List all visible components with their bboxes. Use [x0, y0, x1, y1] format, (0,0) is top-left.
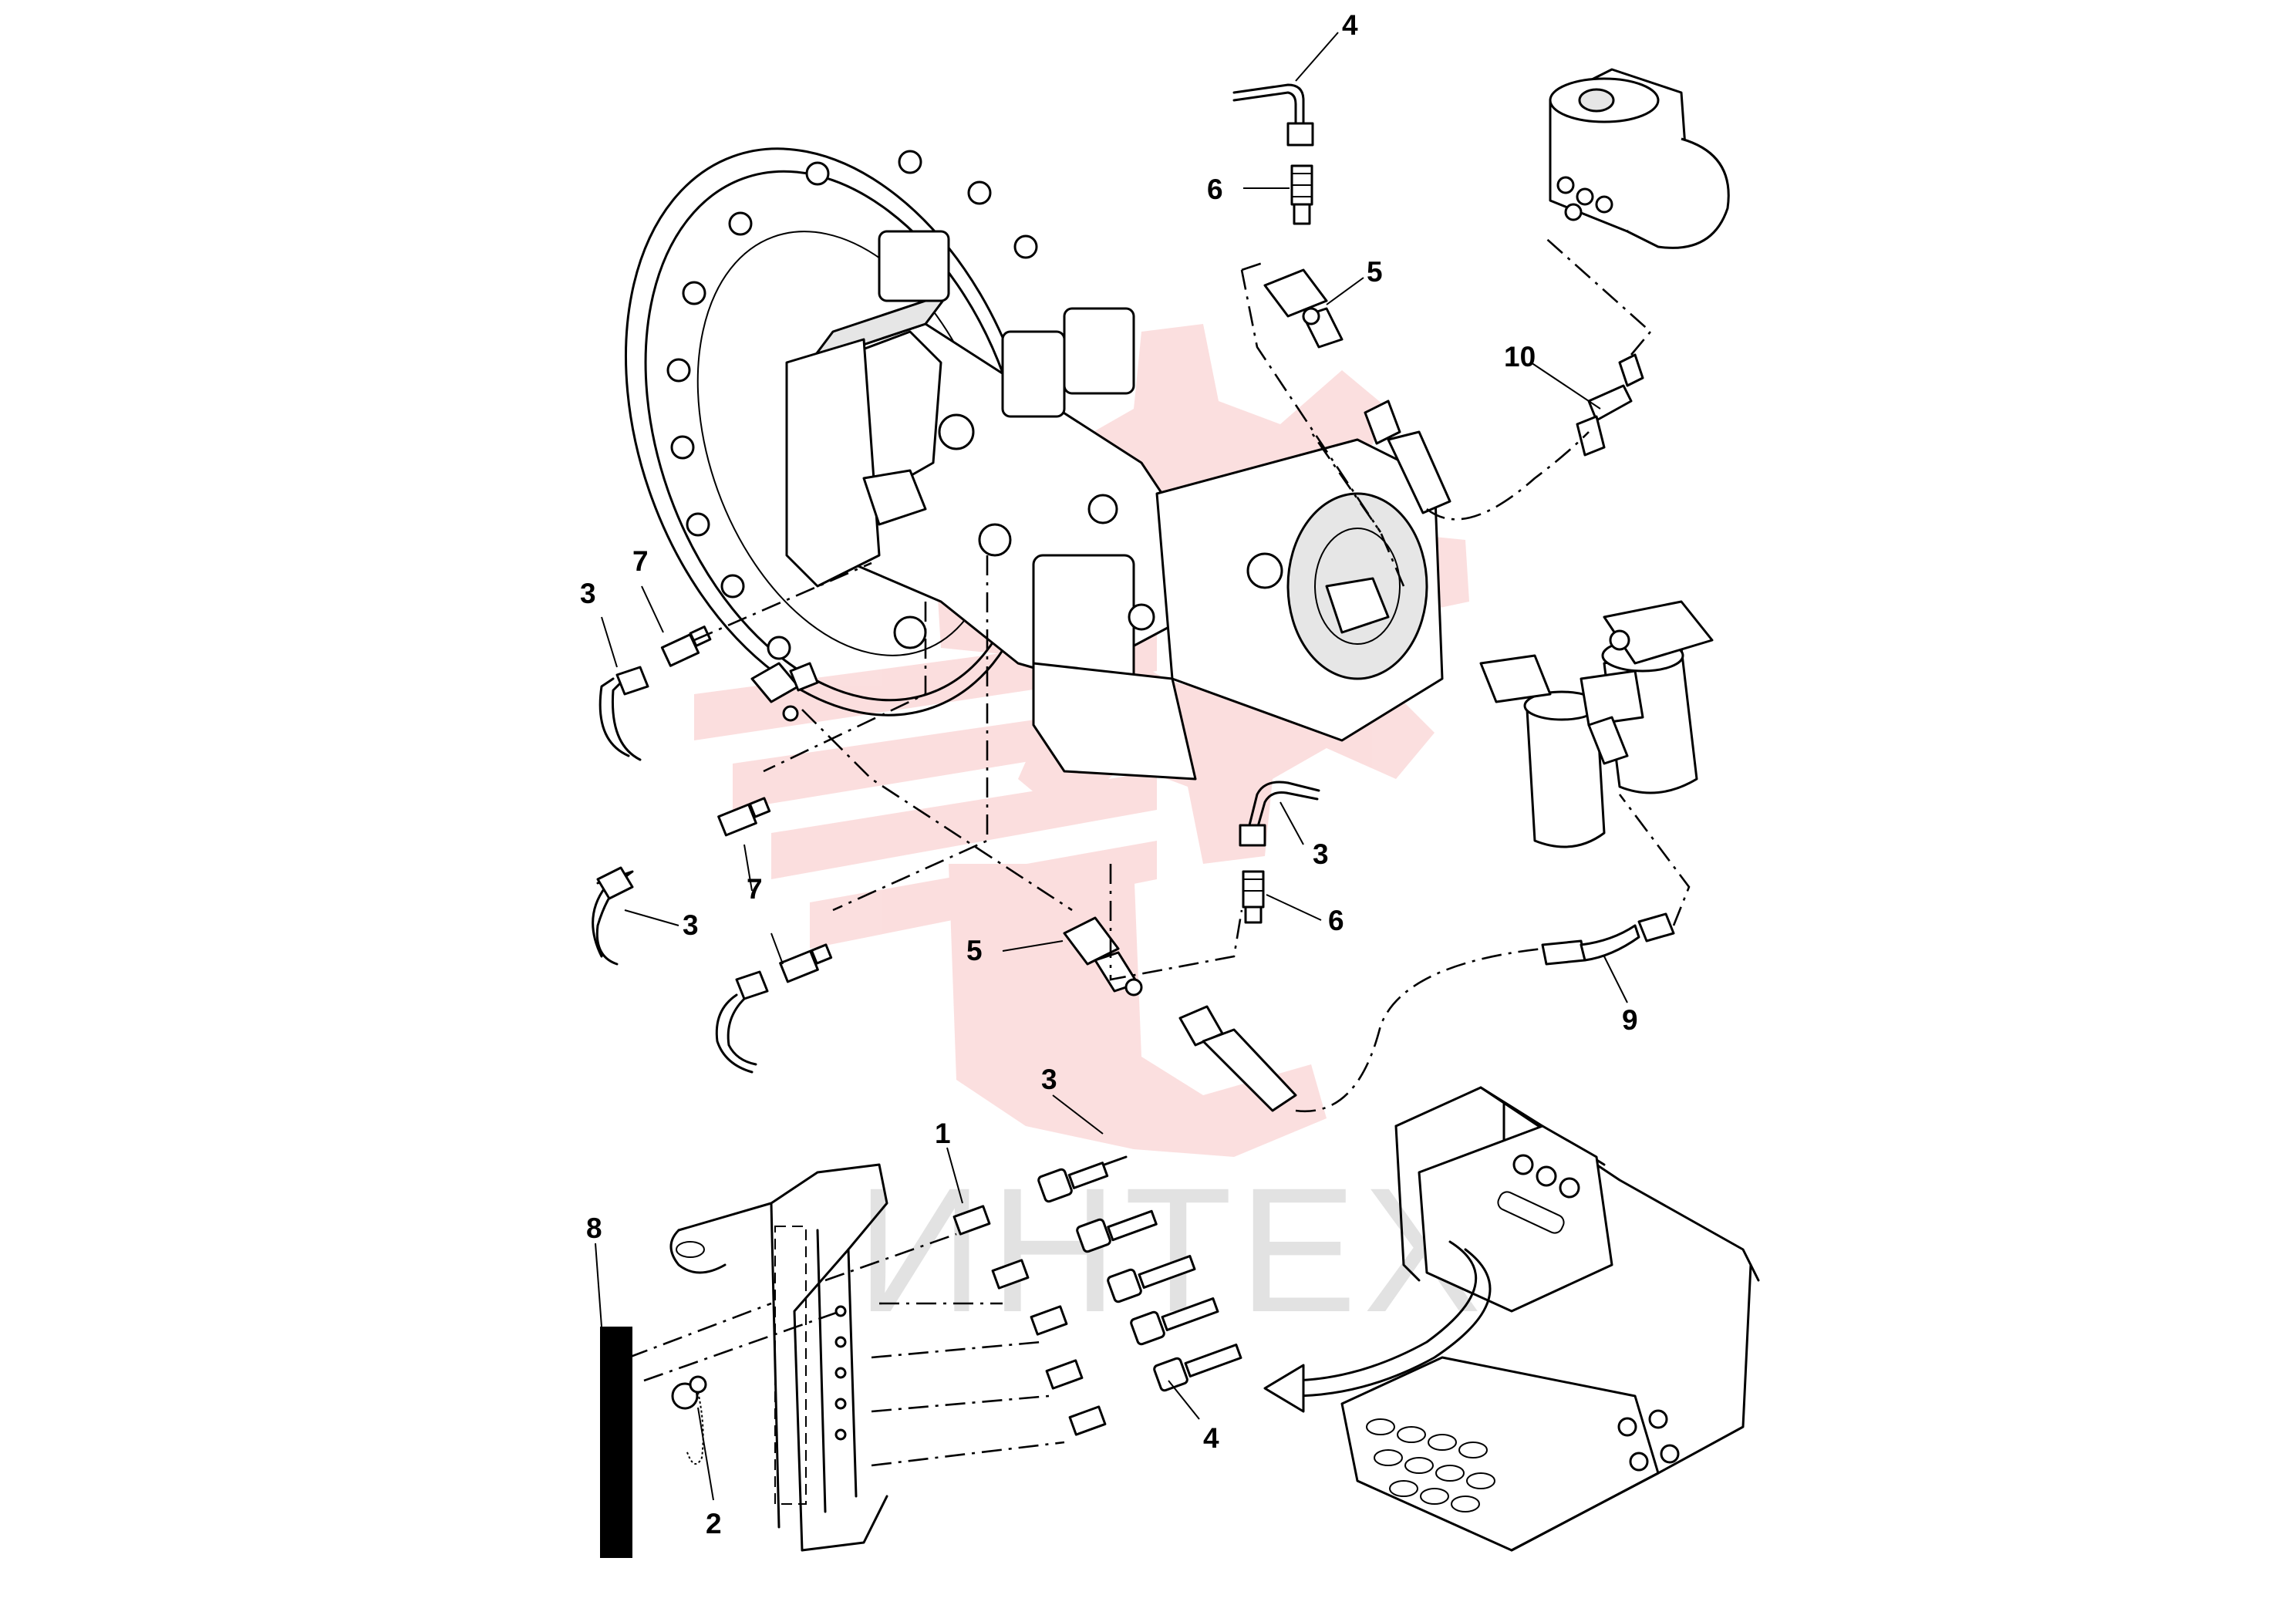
- left-hose-assembly: [592, 626, 833, 1074]
- callout-9: 9: [1622, 1004, 1638, 1036]
- pump-body: [785, 230, 1444, 781]
- tube-3-upper: [598, 677, 630, 757]
- hose-9: [1541, 912, 1675, 966]
- coupler-row-3: [1030, 1255, 1196, 1336]
- leader-lines: [595, 32, 1628, 1501]
- coupler-row-4: [1045, 1297, 1219, 1390]
- connection-lines: [628, 234, 1691, 1467]
- coupler-row-1: [952, 1155, 1128, 1236]
- dust-cap-2: [671, 1375, 707, 1465]
- step-grating: [1366, 1418, 1495, 1512]
- callout-8: 8: [586, 1212, 602, 1244]
- adapter-5-mid: [1063, 916, 1120, 966]
- callout-1: 1: [935, 1118, 951, 1149]
- quick-coupler-set: [952, 1155, 1242, 1436]
- callout-5-mid: 5: [966, 935, 983, 966]
- callout-3-bottom: 3: [1041, 1064, 1057, 1095]
- callout-2: 2: [706, 1508, 722, 1539]
- coupler-row-5: [1068, 1344, 1242, 1436]
- callout-3-mid: 3: [1313, 838, 1329, 870]
- callout-5-top: 5: [1367, 256, 1383, 288]
- upper-hose-assembly: [1232, 83, 1451, 514]
- adapter-5-top: [1263, 268, 1328, 318]
- hose-10: [1576, 353, 1644, 457]
- callout-7-lower: 7: [747, 873, 763, 905]
- callout-10: 10: [1504, 341, 1536, 373]
- middle-hose-assembly: [1063, 781, 1320, 1112]
- fitting-7-lower: [779, 949, 819, 983]
- callout-3-lower: 3: [683, 909, 699, 941]
- callout-4-top: 4: [1342, 9, 1358, 41]
- flywheel-housing: [625, 147, 1041, 717]
- frame-left: [669, 1163, 888, 1552]
- callout-6-mid: 6: [1328, 905, 1344, 936]
- tube-3-mid: [1248, 781, 1320, 827]
- callout-6-top: 6: [1207, 174, 1223, 205]
- tube-4-top: [1232, 83, 1305, 129]
- hydraulic-pump-assembly: [625, 147, 1444, 781]
- decal-8: [600, 1327, 632, 1558]
- callout-labels: 4 6 5 10 7 3 3 6 7 3 5 9 3 1 8 4 2: [580, 9, 1638, 1539]
- fitting-6-mid: [1242, 870, 1265, 909]
- steering-motor: [1549, 68, 1730, 249]
- coupler-row-2: [991, 1209, 1158, 1290]
- chassis-detail: [1340, 1086, 1760, 1552]
- callout-4-bottom: 4: [1203, 1422, 1219, 1454]
- callout-3-upper: 3: [580, 578, 596, 609]
- callout-7-upper: 7: [632, 545, 649, 577]
- curved-arrow-icon: [1263, 1240, 1492, 1413]
- filter-assembly: [1479, 600, 1714, 848]
- tube-3-lower: [715, 993, 754, 1074]
